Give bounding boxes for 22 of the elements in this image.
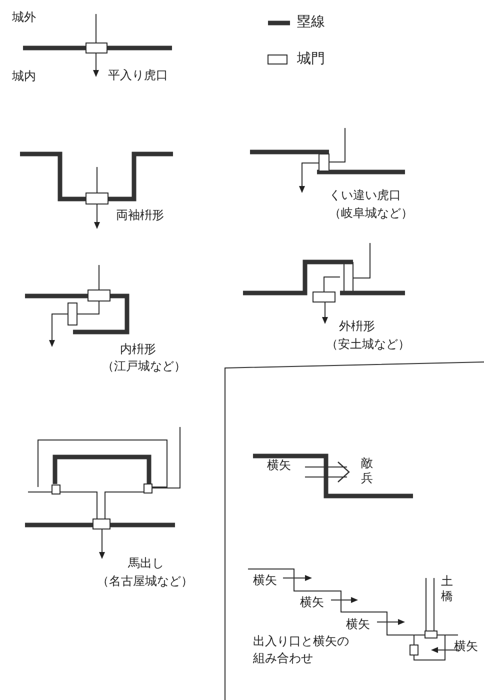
gate-type-label: 平入り虎口 <box>108 67 168 84</box>
example-note: （江戸城など） <box>102 358 186 375</box>
gate-type-label: 両袖枡形 <box>116 207 164 224</box>
legend-text: 城門 <box>297 51 325 68</box>
bridge-label: 土橋 <box>441 574 453 604</box>
example-note: （岐阜城など） <box>329 205 413 222</box>
gate-type-label: 外枡形 <box>339 318 375 335</box>
arrow-label: 横矢 <box>253 572 277 589</box>
arrow-label: 横矢 <box>346 616 370 633</box>
arrow-label: 横矢 <box>267 457 291 474</box>
enemy-label: 敵兵 <box>361 456 373 486</box>
gate-type-label: 馬出し <box>128 555 164 572</box>
caption-text: 出入り口と横矢の組み合わせ <box>253 633 350 667</box>
gate-type-label: くい違い虎口 <box>329 187 401 204</box>
example-note: （安土城など） <box>326 336 410 353</box>
legend-text: 塁線 <box>297 14 325 31</box>
arrow-label: 横矢 <box>300 594 324 611</box>
example-note: （名古屋城など） <box>97 573 193 590</box>
arrow-label: 横矢 <box>454 638 478 655</box>
zone-label: 城外 <box>12 9 36 26</box>
gate-type-label: 内枡形 <box>120 341 156 358</box>
zone-label: 城内 <box>12 68 36 85</box>
